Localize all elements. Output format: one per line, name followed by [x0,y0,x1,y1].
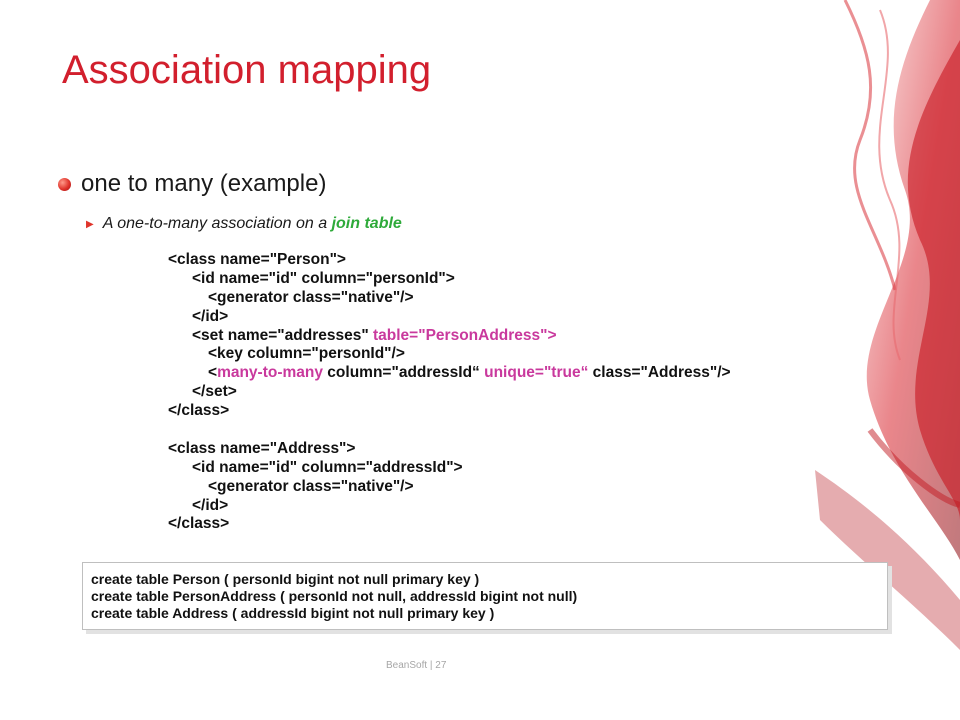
code-line: </id> [192,307,229,325]
slide-title: Association mapping [62,48,432,92]
mapping-code-block: <class name="Person"> <id name="id" colu… [168,251,731,534]
code-line: <id name="id" column="addressId"> [192,458,463,476]
bullet-level-1-text: one to many (example) [81,170,327,197]
code-line: <generator class="native"/> [208,477,414,495]
code-line: <many-to-many column="addressId“ unique=… [168,364,731,383]
bullet-level-1: one to many (example) [58,170,326,198]
red-ball-bullet-icon [58,177,71,191]
sql-line: create table PersonAddress ( personId no… [91,588,578,604]
code-highlight-unique: unique="true“ [484,364,589,382]
slide-footer: BeanSoft | 27 [386,660,447,671]
arrow-bullet-icon: ▶ [86,218,94,230]
bullet-level-2-text: A one-to-many association on a join tabl… [103,215,402,233]
code-line: </class> [168,402,230,420]
bullet-level-2: ▶ A one-to-many association on a join ta… [86,215,402,233]
code-segment: < [208,364,218,382]
code-line: <id name="id" column="personId"> [192,269,455,287]
sql-line: create table Address ( addressId bigint … [91,605,495,621]
code-line: <class name="Address"> [168,439,356,457]
code-segment: class="Address"/> [588,364,731,382]
join-table-emphasis: join table [331,215,402,232]
code-line: <set name="addresses" table="PersonAddre… [168,327,731,346]
code-line: <generator class="native"/> [208,288,414,306]
code-segment: column="addressId“ [323,364,485,382]
code-line: </set> [192,383,237,401]
code-highlight-table: table="PersonAddress"> [373,326,557,344]
code-highlight-many-to-many: many-to-many [217,364,323,382]
sql-line: create table Person ( personId bigint no… [91,571,480,587]
code-line-blank [168,421,731,440]
code-segment: <set name="addresses" [192,326,373,344]
bullet-level-2-pre: A one-to-many association on a [102,215,332,232]
sql-ddl-box: create table Person ( personId bigint no… [82,562,888,630]
code-line: <class name="Person"> [168,251,346,268]
code-line: <key column="personId"/> [208,345,405,363]
code-line: </class> [168,515,230,533]
code-line: </id> [192,496,229,514]
